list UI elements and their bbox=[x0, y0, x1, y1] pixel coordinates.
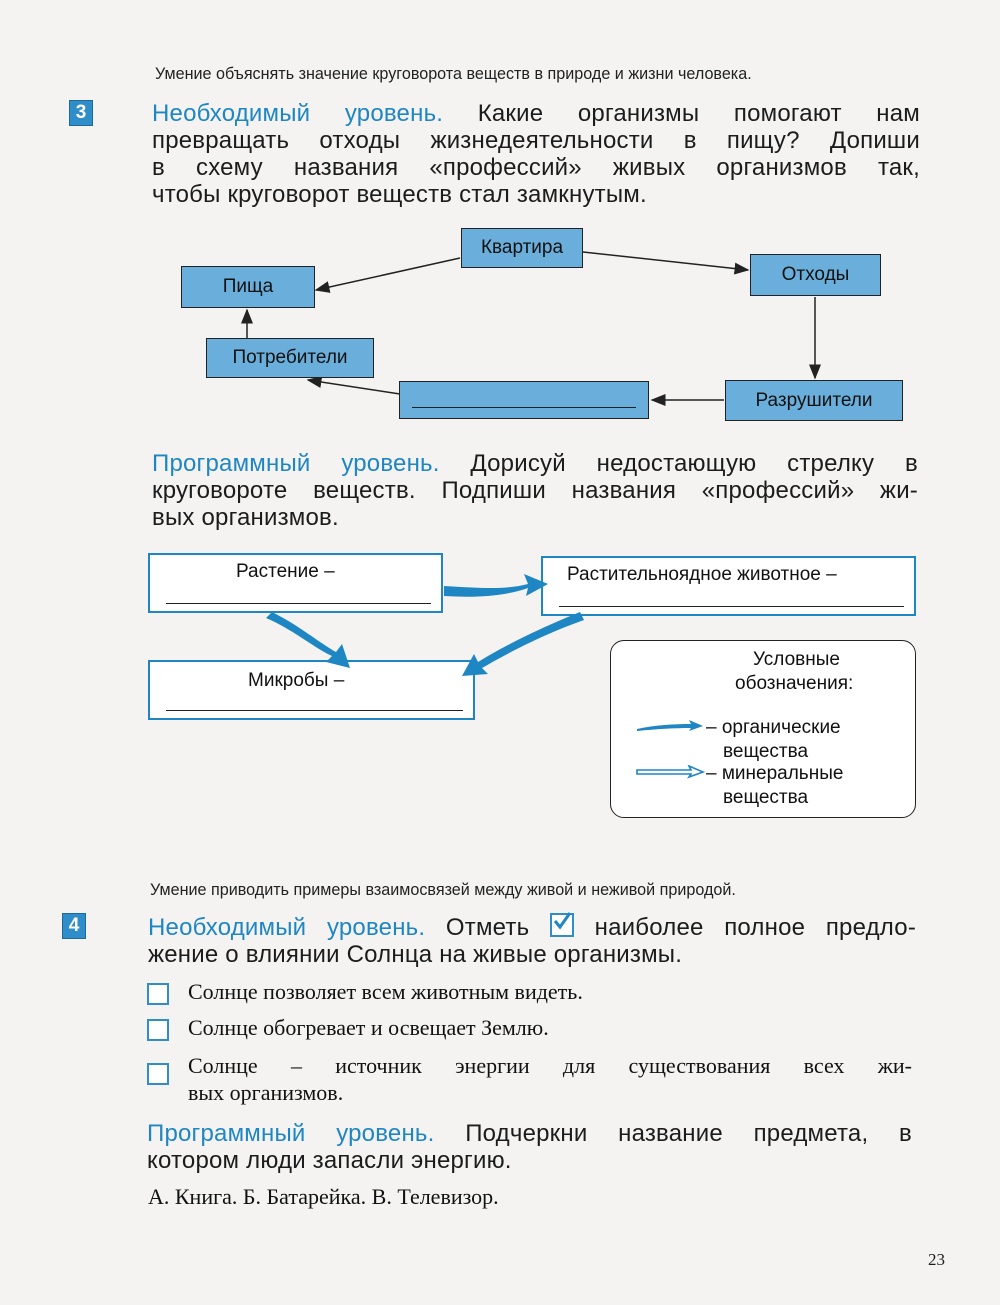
legend-organic-arrow-icon bbox=[635, 719, 705, 733]
task4-p2-line1: Подчеркни название предмета, в bbox=[465, 1120, 912, 1147]
task4-line1a: Отметь bbox=[446, 914, 529, 941]
legend: Условные обозначения: – органические вещ… bbox=[610, 640, 916, 818]
task4-answers[interactable]: А. Книга. Б. Батарейка. В. Телевизор. bbox=[148, 1184, 499, 1210]
task4-paragraph-1: Необходимый уровень. Отметь наиболее пол… bbox=[148, 913, 916, 968]
task4-line2: жение о влиянии Солнца на живые организм… bbox=[148, 941, 916, 968]
legend-mineral-arrow-icon bbox=[635, 765, 705, 779]
option-2-checkbox[interactable] bbox=[147, 1019, 169, 1041]
task4-level-necessary: Необходимый уровень. bbox=[148, 914, 425, 941]
organic-arrow-plant-to-herbivore bbox=[444, 574, 548, 597]
task4-p2-line2: котором люди запасли энергию. bbox=[147, 1147, 912, 1174]
legend-title-2: обозначения: bbox=[735, 673, 853, 695]
checkmark-icon bbox=[550, 913, 574, 937]
option-3-text-line2: вых организмов. bbox=[188, 1080, 343, 1106]
option-1-checkbox[interactable] bbox=[147, 983, 169, 1005]
page-number: 23 bbox=[928, 1250, 945, 1270]
skill-heading-2: Умение приводить примеры взаимосвязей ме… bbox=[150, 880, 736, 900]
task4-paragraph-2: Программный уровень. Подчеркни название … bbox=[147, 1120, 912, 1174]
legend-mineral-label-2: вещества bbox=[723, 787, 808, 809]
task-number-4: 4 bbox=[62, 913, 86, 939]
option-2-text: Солнце обогревает и освещает Землю. bbox=[188, 1015, 549, 1041]
legend-organic-label-2: вещества bbox=[723, 741, 808, 763]
task4-line1b: наиболее полное предло- bbox=[595, 914, 916, 941]
option-3-checkbox[interactable] bbox=[147, 1063, 169, 1085]
organic-arrow-herbivore-to-microbes bbox=[462, 612, 584, 676]
organic-arrow-plant-to-microbes bbox=[266, 612, 350, 668]
legend-mineral-label-1: – минеральные bbox=[706, 763, 843, 785]
legend-organic-label-1: – органические bbox=[706, 717, 841, 739]
legend-title-1: Условные bbox=[753, 649, 840, 671]
task4-level-program: Программный уровень. bbox=[147, 1120, 434, 1147]
option-1-text: Солнце позволяет всем животным видеть. bbox=[188, 979, 583, 1005]
option-3-text-line1: Солнце – источник энергии для существова… bbox=[188, 1053, 912, 1079]
